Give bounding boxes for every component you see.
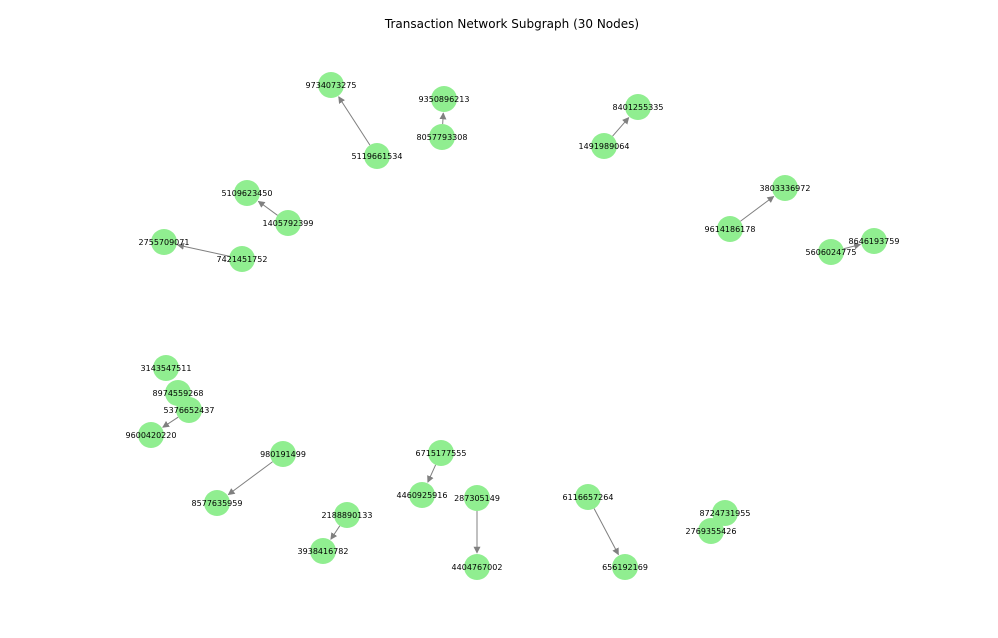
edges-layer [162, 96, 862, 556]
node-label-3938416782: 3938416782 [298, 547, 349, 556]
node-label-980191499: 980191499 [260, 450, 306, 459]
node-7421451752 [229, 246, 255, 272]
node-3938416782 [310, 538, 336, 564]
graph-title: Transaction Network Subgraph (30 Nodes) [384, 17, 639, 31]
node-980191499 [270, 441, 296, 467]
edge-1405792399-5109623450 [257, 200, 278, 216]
node-5119661534 [364, 143, 390, 169]
node-label-8646193759: 8646193759 [849, 237, 900, 246]
node-label-8577635959: 8577635959 [192, 499, 243, 508]
node-8646193759 [861, 228, 887, 254]
node-label-656192169: 656192169 [602, 563, 648, 572]
node-2769355426 [698, 518, 724, 544]
node-9614186178 [717, 216, 743, 242]
node-6715177555 [428, 440, 454, 466]
edge-1491989064-8401255335 [612, 117, 630, 137]
edge-5119661534-9734073275 [338, 96, 371, 146]
node-8057793308 [429, 124, 455, 150]
nodes-layer [138, 72, 887, 580]
node-656192169 [612, 554, 638, 580]
node-3803336972 [772, 175, 798, 201]
node-9350896213 [431, 86, 457, 112]
node-label-2188890133: 2188890133 [322, 511, 373, 520]
node-label-9734073275: 9734073275 [306, 81, 357, 90]
node-label-7421451752: 7421451752 [217, 255, 268, 264]
node-label-6116657264: 6116657264 [563, 493, 614, 502]
node-3143547511 [153, 355, 179, 381]
node-label-3803336972: 3803336972 [760, 184, 811, 193]
node-label-4404767002: 4404767002 [452, 563, 503, 572]
node-9734073275 [318, 72, 344, 98]
node-5376652437 [176, 397, 202, 423]
node-1405792399 [275, 210, 301, 236]
edge-5606024775-8646193759 [843, 242, 862, 250]
node-label-9350896213: 9350896213 [419, 95, 470, 104]
node-8577635959 [204, 490, 230, 516]
edge-9614186178-3803336972 [740, 195, 775, 222]
node-8724731955 [712, 500, 738, 526]
node-5606024775 [818, 239, 844, 265]
node-label-8974559268: 8974559268 [153, 389, 204, 398]
edge-8057793308-9350896213 [439, 112, 447, 125]
node-label-1405792399: 1405792399 [263, 219, 314, 228]
edge-5376652437-9600420220 [162, 416, 179, 428]
node-label-2769355426: 2769355426 [686, 527, 737, 536]
node-label-5376652437: 5376652437 [164, 406, 215, 415]
node-2755709071 [151, 229, 177, 255]
node-6116657264 [575, 484, 601, 510]
edge-6116657264-656192169 [593, 508, 619, 556]
edge-6715177555-4460925916 [427, 464, 437, 483]
node-label-8401255335: 8401255335 [613, 103, 664, 112]
node-label-5109623450: 5109623450 [222, 189, 273, 198]
node-label-5119661534: 5119661534 [352, 152, 403, 161]
node-label-9600420220: 9600420220 [126, 431, 177, 440]
node-label-4460925916: 4460925916 [397, 491, 448, 500]
node-label-9614186178: 9614186178 [705, 225, 756, 234]
node-8401255335 [625, 94, 651, 120]
node-label-8724731955: 8724731955 [700, 509, 751, 518]
node-label-2755709071: 2755709071 [139, 238, 190, 247]
edge-980191499-8577635959 [227, 461, 273, 496]
edge-7421451752-2755709071 [176, 242, 230, 257]
labels-layer: 9734073275 5119661534 9350896213 8057793308… [126, 81, 900, 572]
node-1491989064 [591, 133, 617, 159]
node-9600420220 [138, 422, 164, 448]
edge-2188890133-3938416782 [330, 525, 341, 540]
node-2188890133 [334, 502, 360, 528]
node-287305149 [464, 485, 490, 511]
node-label-1491989064: 1491989064 [579, 142, 630, 151]
node-5109623450 [234, 180, 260, 206]
node-4460925916 [409, 482, 435, 508]
node-label-3143547511: 3143547511 [141, 364, 192, 373]
node-label-6715177555: 6715177555 [416, 449, 467, 458]
node-label-287305149: 287305149 [454, 494, 500, 503]
node-4404767002 [464, 554, 490, 580]
node-label-8057793308: 8057793308 [417, 133, 468, 142]
node-label-5606024775: 5606024775 [806, 248, 857, 257]
